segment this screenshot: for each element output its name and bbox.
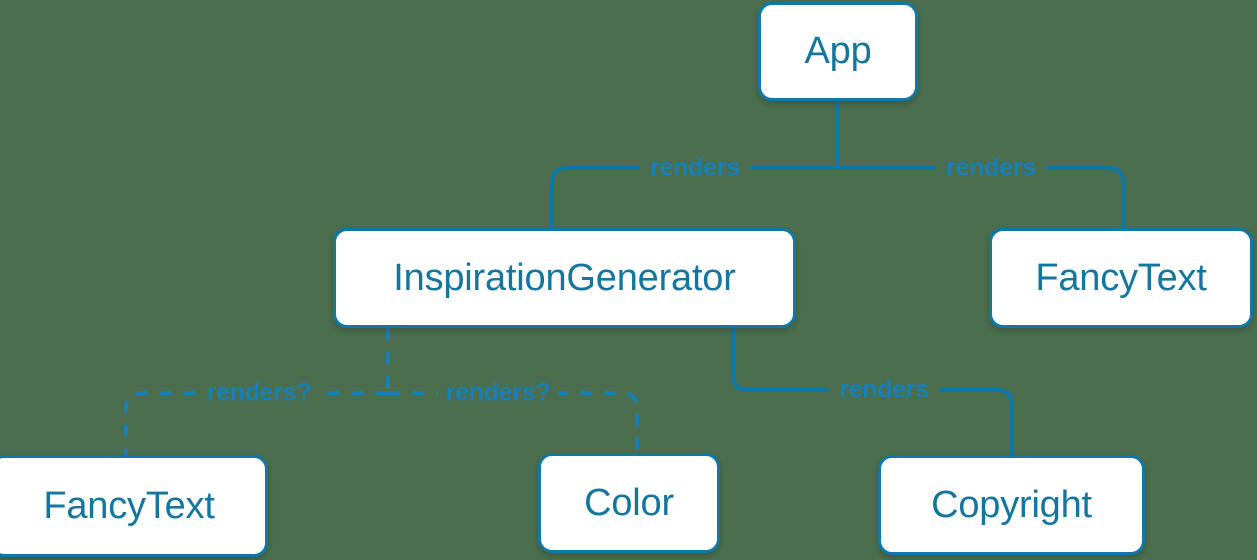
edge-label-inspiration-to-color: renders? — [437, 380, 559, 406]
edge-label-app-to-inspiration-generator: renders — [640, 155, 750, 181]
node-copyright[interactable]: Copyright — [878, 455, 1145, 555]
node-inspiration-generator[interactable]: InspirationGenerator — [333, 228, 796, 328]
node-app-label: App — [804, 30, 872, 72]
edge-label-inspiration-to-copyright: renders — [829, 377, 939, 403]
node-inspiration-generator-label: InspirationGenerator — [393, 256, 736, 299]
node-fancytext-right-label: FancyText — [1035, 256, 1207, 299]
node-color[interactable]: Color — [538, 453, 720, 553]
edge-label-inspiration-to-fancytext: renders? — [198, 380, 320, 406]
node-fancytext-bottom[interactable]: FancyText — [0, 455, 268, 557]
node-color-label: Color — [584, 481, 674, 524]
edge-label-app-to-fancytext-right: renders — [936, 155, 1046, 181]
node-copyright-label: Copyright — [931, 483, 1092, 526]
node-fancytext-right[interactable]: FancyText — [989, 228, 1253, 328]
node-fancytext-bottom-label: FancyText — [43, 484, 215, 527]
node-app[interactable]: App — [758, 2, 918, 101]
